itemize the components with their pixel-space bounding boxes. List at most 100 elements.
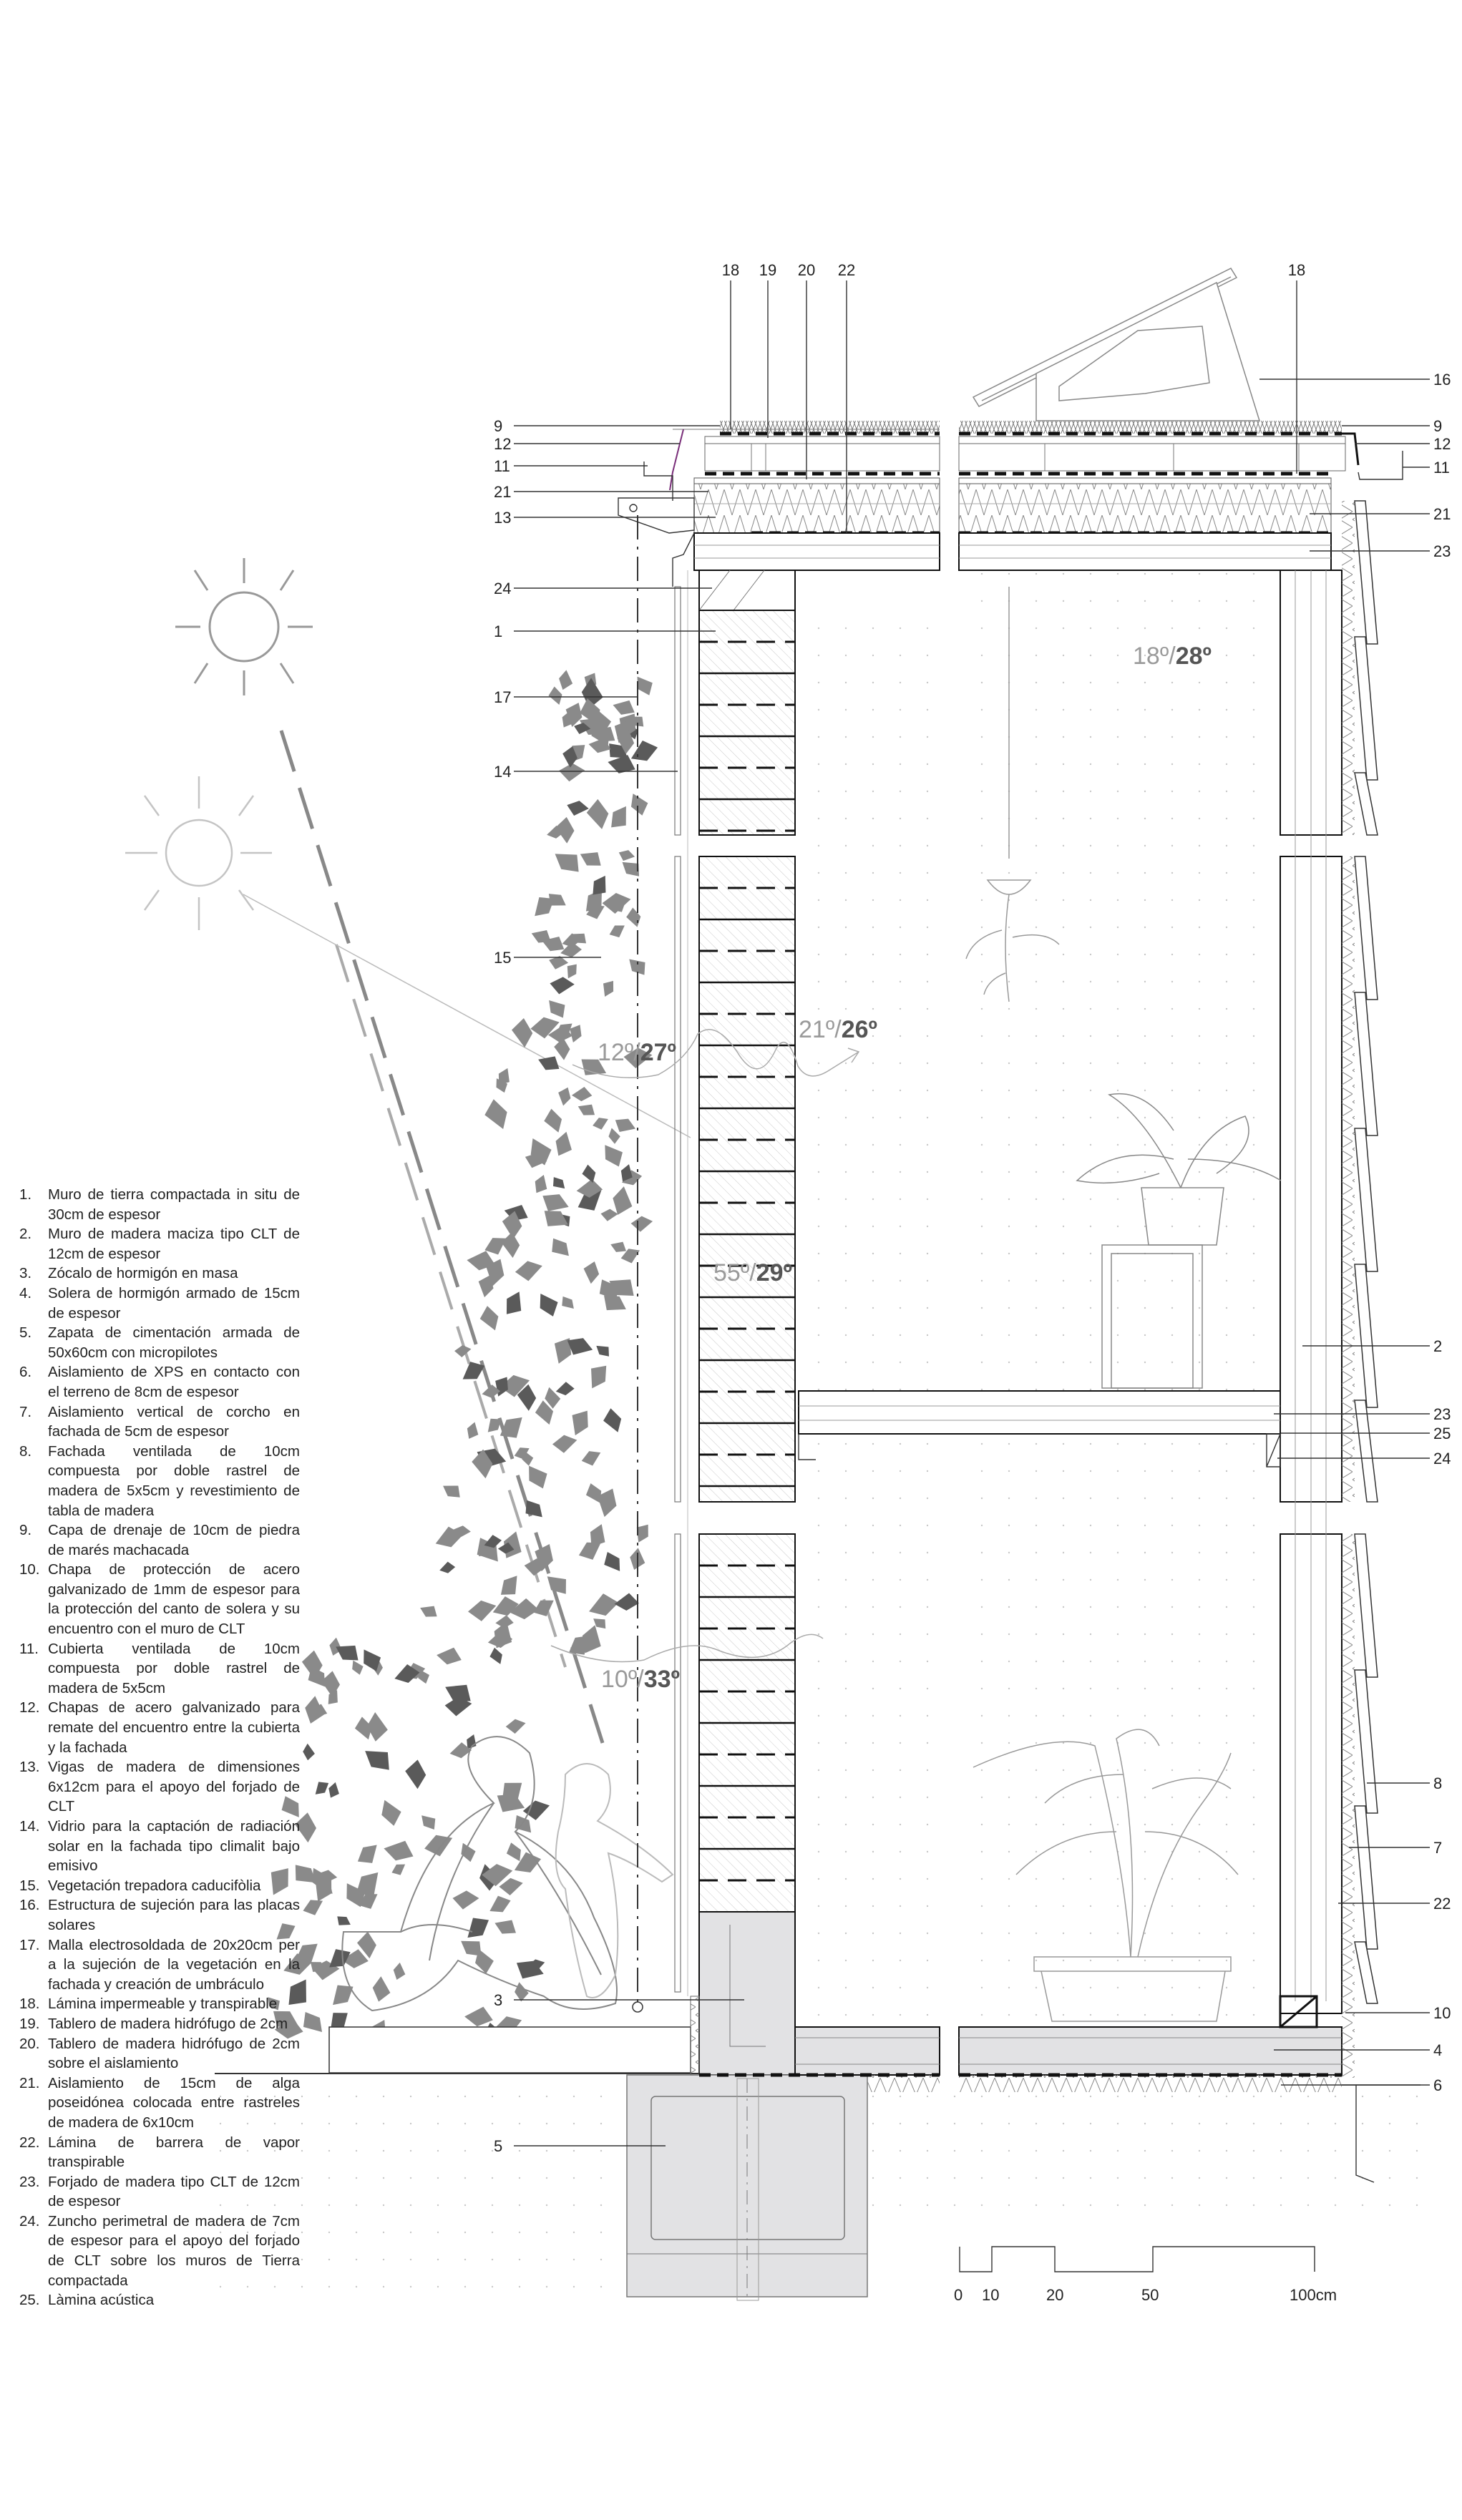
- leaf: [558, 1087, 571, 1106]
- leaf: [554, 1338, 572, 1364]
- legend-text: Lámina de barrera de vapor transpirable: [48, 2134, 300, 2171]
- scale-label: 10: [982, 2286, 999, 2304]
- leaf: [535, 1174, 547, 1193]
- leaf: [569, 1635, 590, 1655]
- leaf: [492, 1596, 519, 1616]
- leaf: [501, 1231, 520, 1258]
- leaf: [555, 1382, 575, 1396]
- leaf: [295, 1812, 317, 1843]
- leaf: [605, 1145, 623, 1167]
- leaf: [445, 1684, 471, 1701]
- leaf: [588, 738, 611, 753]
- legend-text: Chapa de protección de acero galvanizado…: [48, 1561, 300, 1638]
- leaf: [467, 1918, 489, 1938]
- leaf: [443, 1485, 460, 1498]
- legend-number: 8.: [19, 1442, 32, 1460]
- legend-item: 15.Vegetación trepadora caducifòlia: [19, 1876, 300, 1896]
- concrete-plinth: [698, 1911, 796, 2076]
- callout-label: 11: [1433, 459, 1450, 477]
- leaf: [478, 1275, 494, 1298]
- callout-label: 14: [494, 763, 511, 781]
- leaf: [515, 1261, 542, 1281]
- leaf: [482, 1864, 513, 1887]
- leaf: [472, 1449, 493, 1479]
- cladding-board: [1354, 636, 1378, 781]
- legend-item: 10.Chapa de protección de acero galvaniz…: [19, 1560, 300, 1639]
- leaf: [393, 1962, 406, 1981]
- leaf: [547, 825, 565, 839]
- legend-number: 23.: [19, 2173, 40, 2190]
- leaf: [303, 1743, 315, 1761]
- callout-label: 5: [494, 2137, 502, 2155]
- leaf: [271, 1868, 288, 1895]
- leaf: [608, 1128, 620, 1144]
- legend-text: Zócalo de hormigón en masa: [48, 1265, 238, 1282]
- leaf: [435, 1526, 463, 1548]
- legend-item: 5.Zapata de cimentación armada de 50x60c…: [19, 1323, 300, 1362]
- leaf: [622, 1170, 643, 1186]
- person-silhouette: [341, 1736, 618, 2012]
- legend-text: Vidrio para la captación de radiación so…: [48, 1818, 300, 1875]
- legend-number: 22.: [19, 2134, 40, 2151]
- legend-number: 4.: [19, 1284, 32, 1301]
- mesh-anchor: [632, 2001, 643, 2013]
- temp-wall-mass: 55º/29º: [713, 1259, 792, 1286]
- callout-label: 18: [722, 261, 739, 279]
- leaf: [372, 1976, 391, 2002]
- leaf: [636, 1524, 648, 1543]
- leaf: [506, 1842, 521, 1862]
- legend-number: 24.: [19, 2212, 40, 2230]
- callout-label: 4: [1433, 2041, 1442, 2059]
- legend-number: 9.: [19, 1522, 32, 1539]
- legend-number: 12.: [19, 1699, 40, 1716]
- leaf: [341, 1949, 369, 1968]
- leaf: [550, 977, 575, 995]
- callout-label: 17: [494, 688, 511, 706]
- legend-number: 11.: [19, 1640, 39, 1657]
- leaf: [613, 1186, 633, 1215]
- legend-item: 22. Lámina de barrera de vapor transpirab…: [19, 2133, 300, 2172]
- leaf: [359, 1894, 378, 1909]
- callout-label: 15: [494, 949, 511, 967]
- leaf: [321, 1671, 340, 1697]
- leaf: [629, 716, 644, 727]
- wood-cladding: [1354, 500, 1378, 2004]
- callout-label: 8: [1433, 1774, 1442, 1792]
- leaf: [542, 1194, 569, 1211]
- leaf: [303, 2012, 323, 2033]
- leaf: [512, 1017, 533, 1047]
- interior-background: [215, 570, 1440, 2290]
- leaf: [637, 676, 653, 695]
- leaf: [365, 1751, 389, 1770]
- leaf: [562, 746, 578, 768]
- temp-wall-inner: 21º/26º: [799, 1016, 877, 1043]
- leaf: [464, 2006, 493, 2027]
- leaf: [517, 1384, 537, 1411]
- legend-list: 1.Muro de tierra compactada in situ de 3…: [19, 1185, 300, 2310]
- callout-label: 11: [494, 457, 510, 475]
- sun-rays: [243, 730, 691, 1744]
- leaf: [589, 1593, 619, 1616]
- leaf: [452, 1890, 479, 1910]
- temp-exterior-low: 10º/33º: [601, 1666, 680, 1693]
- cladding-board: [1354, 1941, 1378, 2004]
- temp-exterior: 12º/27º: [598, 1039, 676, 1066]
- beam-bracket: [618, 497, 695, 534]
- leaf: [449, 1742, 472, 1759]
- flashing-plate: [1279, 1995, 1318, 2028]
- legend-text: Aislamiento de 15cm de alga poseidónea c…: [48, 2074, 300, 2131]
- leaf: [593, 1118, 608, 1130]
- legend-number: 1.: [19, 1186, 32, 1203]
- callout-label: 2: [1433, 1337, 1442, 1355]
- legend-item: 24.Zuncho perimetral de madera de 7cm de…: [19, 2212, 300, 2290]
- callout-label: 9: [494, 417, 502, 435]
- leaf: [552, 1238, 569, 1256]
- cladding-board: [1354, 500, 1378, 645]
- callout-label: 25: [1433, 1425, 1451, 1442]
- leaf: [567, 1338, 593, 1355]
- leaf: [608, 755, 635, 773]
- legend-text: Lámina impermeable y transpirable: [48, 1996, 278, 2013]
- legend-text: Zapata de cimentación armada de 50x60cm …: [48, 1324, 300, 1361]
- legend-item: 8.Fachada ventilada de 10cm compuesta po…: [19, 1442, 300, 1520]
- leaf: [614, 1593, 639, 1611]
